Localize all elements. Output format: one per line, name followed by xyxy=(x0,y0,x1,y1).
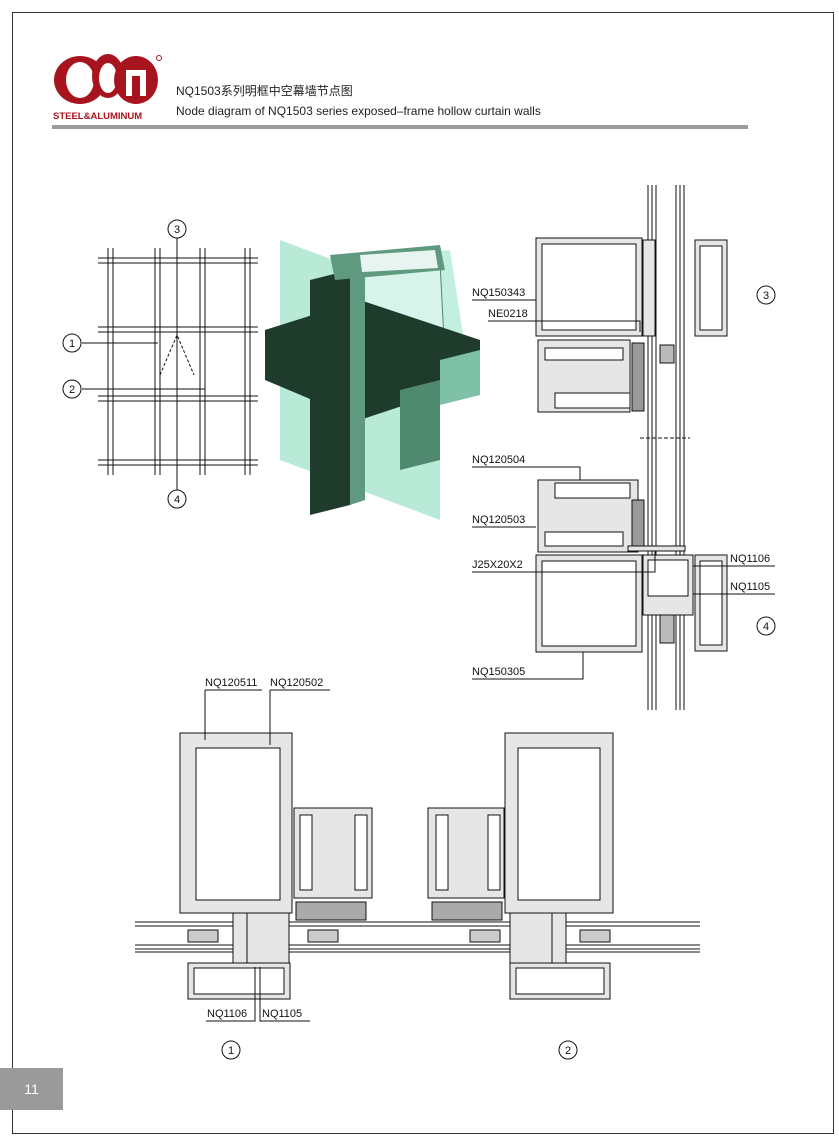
horizontal-section: NQ120511 NQ120502 NQ1106 NQ1105 1 2 xyxy=(135,677,700,1060)
page-border xyxy=(12,12,834,1134)
section-marker-4[interactable]: 4 xyxy=(167,489,187,509)
label-nq1106: NQ1106 xyxy=(730,553,770,565)
section-marker-2[interactable]: 2 xyxy=(62,379,82,399)
section-marker-4-detail: 4 xyxy=(756,616,776,636)
svg-text:3: 3 xyxy=(763,290,769,302)
label-nq150343: NQ150343 xyxy=(472,287,525,299)
section-marker-2-detail: 2 xyxy=(558,1040,578,1060)
section-marker-3[interactable]: 3 xyxy=(167,219,187,239)
label-nq1105: NQ1105 xyxy=(730,581,770,593)
page-number: 11 xyxy=(0,1068,63,1110)
label-ne0218: NE0218 xyxy=(488,308,528,320)
label-nq150305: NQ150305 xyxy=(472,666,525,678)
elevation-grid xyxy=(82,238,258,490)
label-nq1105-plan: NQ1105 xyxy=(262,1008,302,1020)
logo-text: STEEL&ALUMINUM xyxy=(53,111,142,122)
page-title-cn: NQ1503系列明框中空幕墙节点图 xyxy=(176,83,353,98)
section-marker-1[interactable]: 1 xyxy=(62,333,82,353)
brand-logo: STEEL&ALUMINUM xyxy=(53,54,162,122)
label-nq120504: NQ120504 xyxy=(472,454,525,466)
page-title-en: Node diagram of NQ1503 series exposed–fr… xyxy=(176,104,541,118)
section-marker-3-detail: 3 xyxy=(756,285,776,305)
svg-text:4: 4 xyxy=(174,494,180,506)
svg-text:3: 3 xyxy=(174,224,180,236)
label-nq120502: NQ120502 xyxy=(270,677,323,689)
label-nq1106-plan: NQ1106 xyxy=(207,1008,247,1020)
svg-text:1: 1 xyxy=(69,338,75,350)
svg-text:2: 2 xyxy=(69,384,75,396)
svg-text:2: 2 xyxy=(565,1045,571,1057)
isometric-frame-view xyxy=(265,240,480,520)
svg-text:4: 4 xyxy=(763,621,769,633)
svg-text:1: 1 xyxy=(228,1045,234,1057)
label-nq120503: NQ120503 xyxy=(472,514,525,526)
label-nq120511: NQ120511 xyxy=(205,677,257,689)
vertical-section: NQ150343 NE0218 NQ120504 NQ120503 J25X20… xyxy=(472,185,776,710)
label-j25x20x2: J25X20X2 xyxy=(472,559,523,571)
section-marker-1-detail: 1 xyxy=(221,1040,241,1060)
header-rule xyxy=(52,125,748,129)
